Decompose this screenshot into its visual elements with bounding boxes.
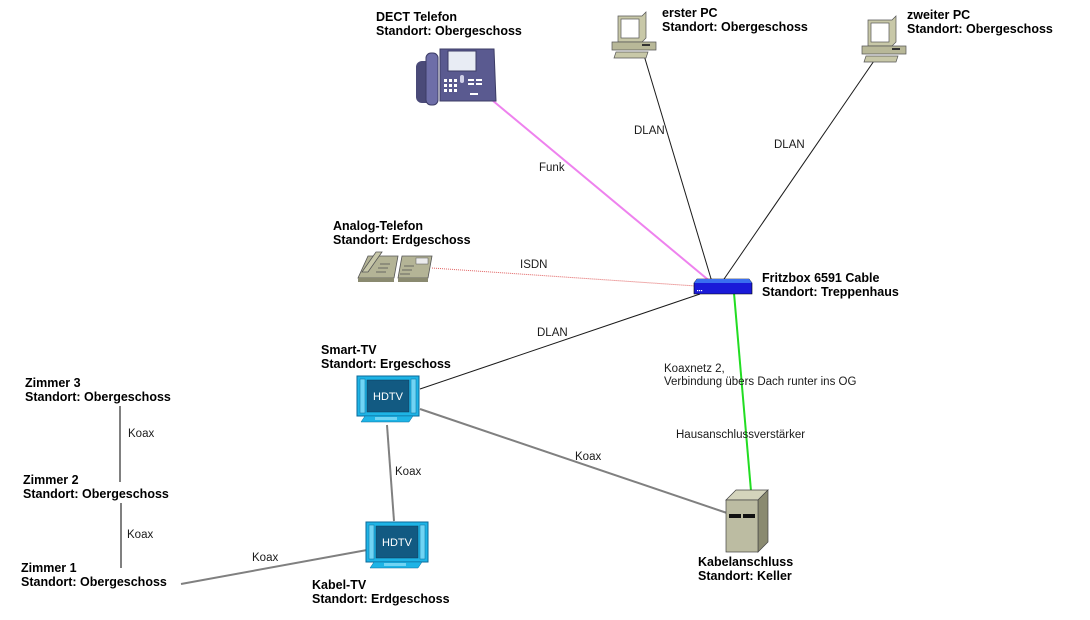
node-name: Smart-TV bbox=[321, 343, 377, 357]
edge-label-koax-zimmer3-zimmer2: Koax bbox=[128, 428, 155, 440]
node-name: Kabelanschluss bbox=[698, 555, 794, 569]
edge-label-hausanschlussverstaerker: Hausanschlussverstärker bbox=[676, 429, 806, 441]
hdtv-screen-text: HDTV bbox=[373, 391, 404, 403]
desktop-pc-icon[interactable] bbox=[861, 15, 907, 63]
node-location: Standort: Obergeschoss bbox=[23, 487, 169, 501]
node-label-kabeltv: Kabel-TV Standort: Erdgeschoss bbox=[312, 578, 450, 606]
edge-zimmer1-kabeltv bbox=[180, 549, 368, 585]
node-location: Standort: Erdgeschoss bbox=[312, 592, 450, 606]
edge-label-koaxnetz2-detail: Verbindung übers Dach runter ins OG bbox=[664, 376, 857, 388]
ip-phone-icon[interactable] bbox=[416, 48, 497, 106]
edge-analog-fritzbox bbox=[431, 267, 697, 287]
node-label-zimmer3: Zimmer 3 Standort: Obergeschoss bbox=[25, 376, 171, 404]
edge-label-koax-smarttv-kabeltv: Koax bbox=[395, 466, 422, 478]
node-name: Zimmer 3 bbox=[25, 376, 81, 390]
edge-label-koax-zimmer2-zimmer1: Koax bbox=[127, 529, 154, 541]
edge-label-dlan-smarttv: DLAN bbox=[537, 327, 568, 339]
edge-label-dlan-pc2: DLAN bbox=[774, 139, 805, 151]
hdtv-icon[interactable]: HDTV bbox=[365, 521, 429, 569]
node-name: erster PC bbox=[662, 6, 718, 20]
node-label-fritzbox: Fritzbox 6591 Cable Standort: Treppenhau… bbox=[762, 271, 899, 299]
edge-smarttv-kabeltv bbox=[386, 424, 395, 522]
node-label-dect: DECT Telefon Standort: Obergeschoss bbox=[376, 10, 522, 38]
node-label-kabelanschluss: Kabelanschluss Standort: Keller bbox=[698, 555, 793, 583]
node-location: Standort: Ergeschoss bbox=[321, 357, 451, 371]
hdtv-screen-text: HDTV bbox=[382, 537, 413, 549]
node-name: Analog-Telefon bbox=[333, 219, 424, 233]
node-name: Fritzbox 6591 Cable bbox=[762, 271, 880, 285]
node-label-zimmer2: Zimmer 2 Standort: Obergeschoss bbox=[23, 473, 169, 501]
edge-smarttv-fritzbox bbox=[419, 293, 701, 390]
edge-pc1-fritzbox bbox=[642, 51, 713, 283]
edge-smarttv-kabelanschluss bbox=[419, 408, 728, 514]
edge-label-koax-smarttv-kabelanschluss: Koax bbox=[575, 451, 602, 463]
edge-dect-fritzbox bbox=[491, 99, 713, 284]
hdtv-icon[interactable]: HDTV bbox=[356, 375, 420, 423]
edge-pc2-fritzbox bbox=[721, 57, 877, 283]
node-name: DECT Telefon bbox=[376, 10, 458, 24]
server-tower-icon[interactable] bbox=[725, 489, 769, 553]
node-label-smarttv: Smart-TV Standort: Ergeschoss bbox=[321, 343, 451, 371]
node-location: Standort: Obergeschoss bbox=[21, 575, 167, 589]
node-name: Zimmer 1 bbox=[21, 561, 77, 575]
node-location: Standort: Obergeschoss bbox=[25, 390, 171, 404]
router-icon[interactable] bbox=[693, 278, 753, 295]
node-location: Standort: Obergeschoss bbox=[662, 20, 808, 34]
node-location: Standort: Keller bbox=[698, 569, 792, 583]
edge-label-koaxnetz2: Koaxnetz 2, bbox=[664, 363, 725, 375]
desktop-pc-icon[interactable] bbox=[611, 11, 657, 59]
edge-label-dlan-pc1: DLAN bbox=[634, 125, 665, 137]
node-location: Standort: Obergeschoss bbox=[907, 22, 1053, 36]
node-label-zimmer1: Zimmer 1 Standort: Obergeschoss bbox=[21, 561, 167, 589]
edge-label-isdn: ISDN bbox=[520, 259, 548, 271]
edge-fritzbox-kabelanschluss bbox=[733, 292, 752, 492]
node-location: Standort: Erdgeschoss bbox=[333, 233, 471, 247]
node-label-pc2: zweiter PC Standort: Obergeschoss bbox=[907, 8, 1053, 36]
analog-phone-icon[interactable] bbox=[357, 251, 433, 282]
node-label-analog: Analog-Telefon Standort: Erdgeschoss bbox=[333, 219, 471, 247]
node-name: zweiter PC bbox=[907, 8, 971, 22]
node-name: Kabel-TV bbox=[312, 578, 367, 592]
edge-label-funk: Funk bbox=[539, 162, 565, 174]
node-label-pc1: erster PC Standort: Obergeschoss bbox=[662, 6, 808, 34]
node-location: Standort: Treppenhaus bbox=[762, 285, 899, 299]
node-name: Zimmer 2 bbox=[23, 473, 79, 487]
edge-label-koax-zimmer1-kabeltv: Koax bbox=[252, 552, 279, 564]
node-location: Standort: Obergeschoss bbox=[376, 24, 522, 38]
